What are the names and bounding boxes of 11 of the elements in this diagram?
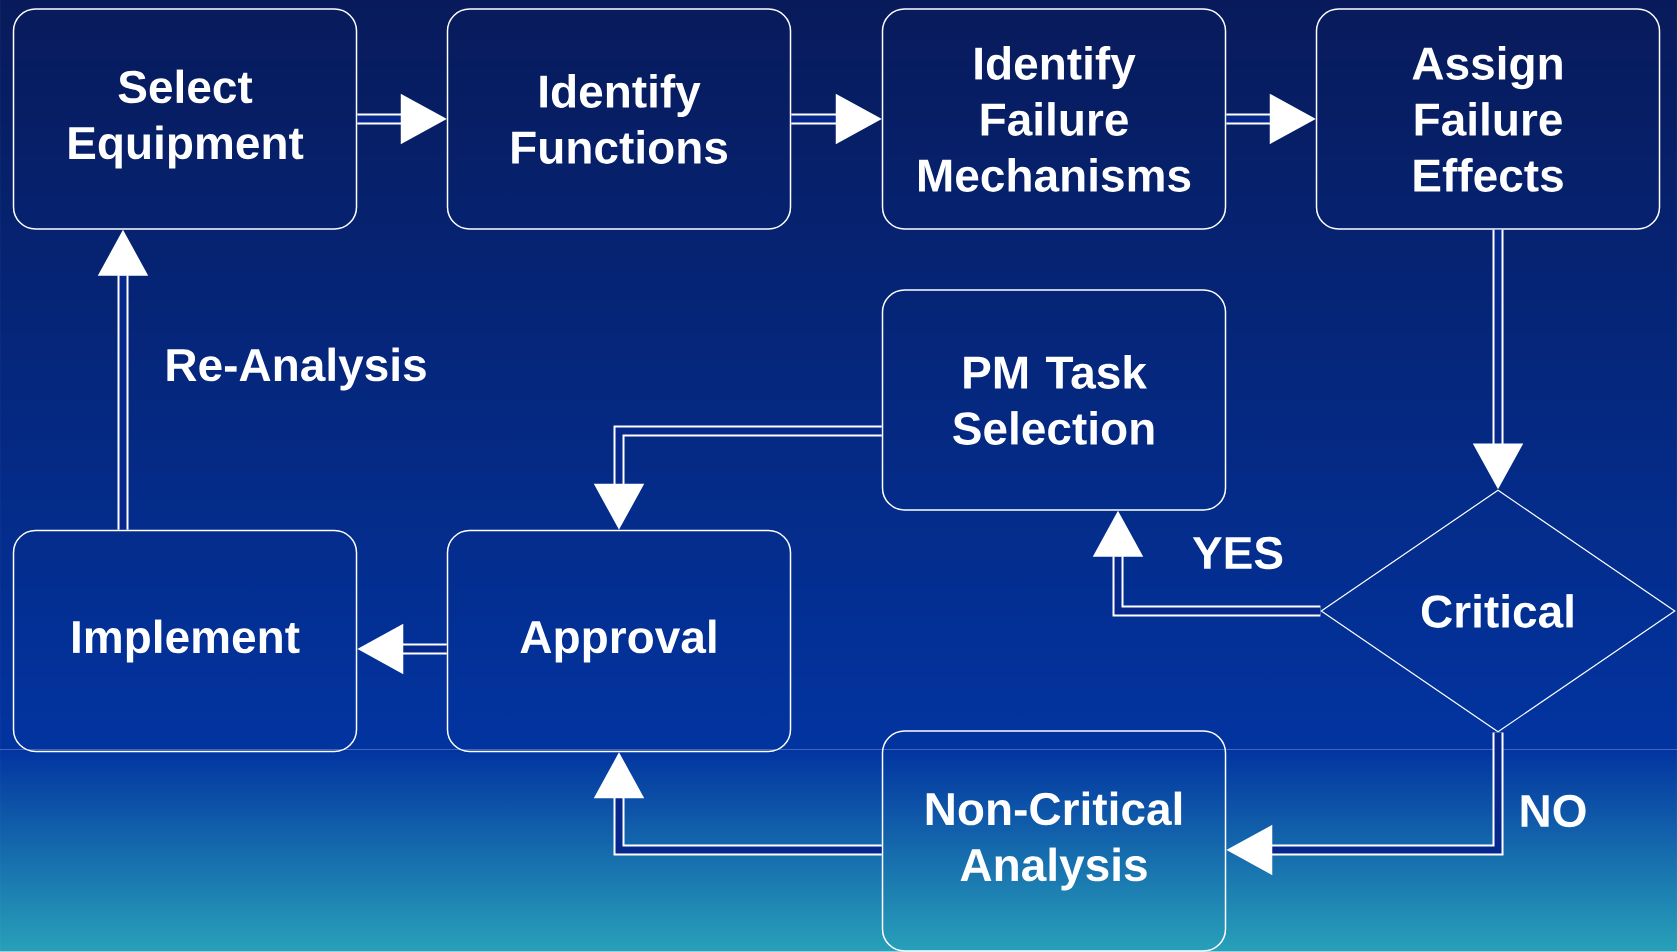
process-box: Implement [12, 529, 358, 753]
process-box: Approval [446, 529, 792, 753]
process-box: Identify Functions [446, 8, 792, 230]
edge-label: Re-Analysis [167, 347, 426, 391]
process-box: Select Equipment [12, 8, 358, 230]
process-box: PM Task Selection [881, 289, 1227, 511]
process-box: Non-Critical Analysis [881, 730, 1227, 952]
process-box: Assign Failure Effects [1315, 8, 1661, 230]
edge-label: YES [1192, 536, 1283, 570]
process-box: Identify Failure Mechanisms [881, 8, 1227, 230]
edge-label: NO [1521, 794, 1586, 828]
